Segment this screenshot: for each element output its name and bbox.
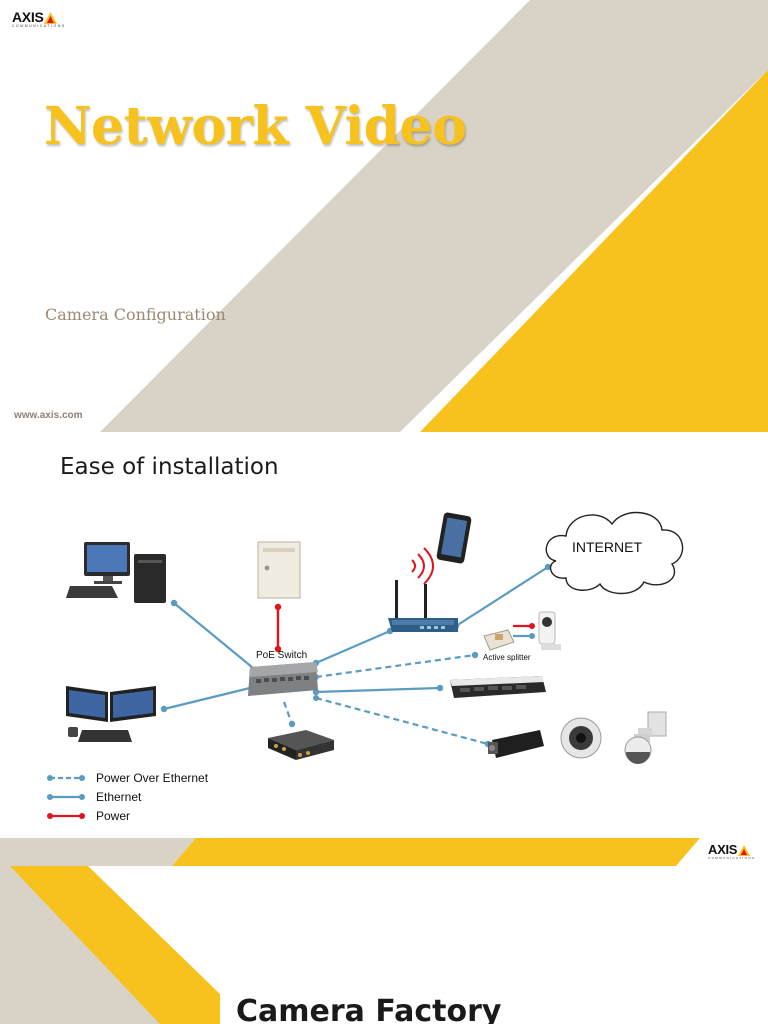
link-router-internet (455, 566, 549, 627)
link-switch-splitter (315, 653, 476, 679)
dome-camera-icon (560, 717, 602, 759)
legend-power-label: Power (96, 809, 131, 823)
ethernet-links (163, 566, 549, 711)
link-monitors-switch (163, 686, 251, 711)
bullet-camera-icon (488, 730, 544, 758)
footer-axis-logo: AXIS COMMUNICATIONS (708, 843, 755, 861)
presentation-subtitle: Camera Configuration (45, 305, 226, 324)
beige-diagonal-band (100, 0, 768, 432)
link-switch-nvr (315, 686, 441, 694)
presentation-title: Network Video (44, 96, 467, 157)
link-switch-cameras (315, 696, 489, 746)
section-background-shapes (0, 866, 220, 1024)
link-switch-encoder (282, 701, 294, 725)
link-desktop-switch (173, 602, 259, 673)
network-video-recorder-icon (450, 676, 546, 698)
slide-ease-of-installation: Ease of installation (0, 440, 768, 838)
footer-stripes (0, 838, 700, 866)
wifi-signal-icon (411, 547, 434, 585)
poe-links (282, 653, 489, 746)
legend-ethernet-label: Ethernet (96, 790, 142, 804)
wireless-router-icon (388, 580, 458, 632)
internet-label: INTERNET (572, 539, 642, 555)
footer-logo-wordmark: AXIS (708, 842, 738, 857)
cube-camera-icon (538, 611, 561, 650)
footer-logo-tagline: COMMUNICATIONS (708, 856, 756, 860)
logo-wordmark: AXIS (12, 9, 44, 25)
legend-poe-label: Power Over Ethernet (96, 771, 209, 785)
yellow-diagonal-triangle (420, 70, 768, 432)
logo-tagline: COMMUNICATIONS (12, 24, 66, 28)
section-title: Camera Factory (236, 994, 502, 1024)
website-url: www.axis.com (14, 410, 83, 421)
slide-camera-factory: Camera Factory (0, 866, 768, 1024)
internet-cloud-icon (545, 511, 684, 595)
power-endpoints (274, 603, 535, 653)
poe-switch-icon (248, 662, 318, 696)
desktop-computer-icon (66, 542, 166, 603)
slide-title: AXIS COMMUNICATIONS Network Video Camera… (0, 0, 768, 432)
legend-swatches (47, 775, 85, 819)
smartphone-icon (436, 512, 472, 564)
link-switch-router (315, 629, 391, 665)
axis-logo: AXIS COMMUNICATIONS (12, 10, 66, 29)
server-tower-icon (257, 541, 301, 599)
slide-heading: Ease of installation (60, 454, 279, 480)
dual-monitor-workstation-icon (66, 686, 156, 742)
footer-logo-triangle-icon (738, 845, 751, 856)
active-splitter-icon (483, 629, 515, 651)
network-diagram (47, 511, 684, 819)
video-encoder-icon (268, 730, 334, 760)
poe-switch-label: PoE Switch (256, 650, 308, 661)
logo-triangle-icon (44, 12, 58, 24)
slide2-footer: AXIS COMMUNICATIONS (0, 838, 768, 866)
ptz-camera-icon (624, 711, 667, 764)
title-background-shapes (100, 0, 768, 432)
active-splitter-label: Active splitter (483, 653, 531, 662)
